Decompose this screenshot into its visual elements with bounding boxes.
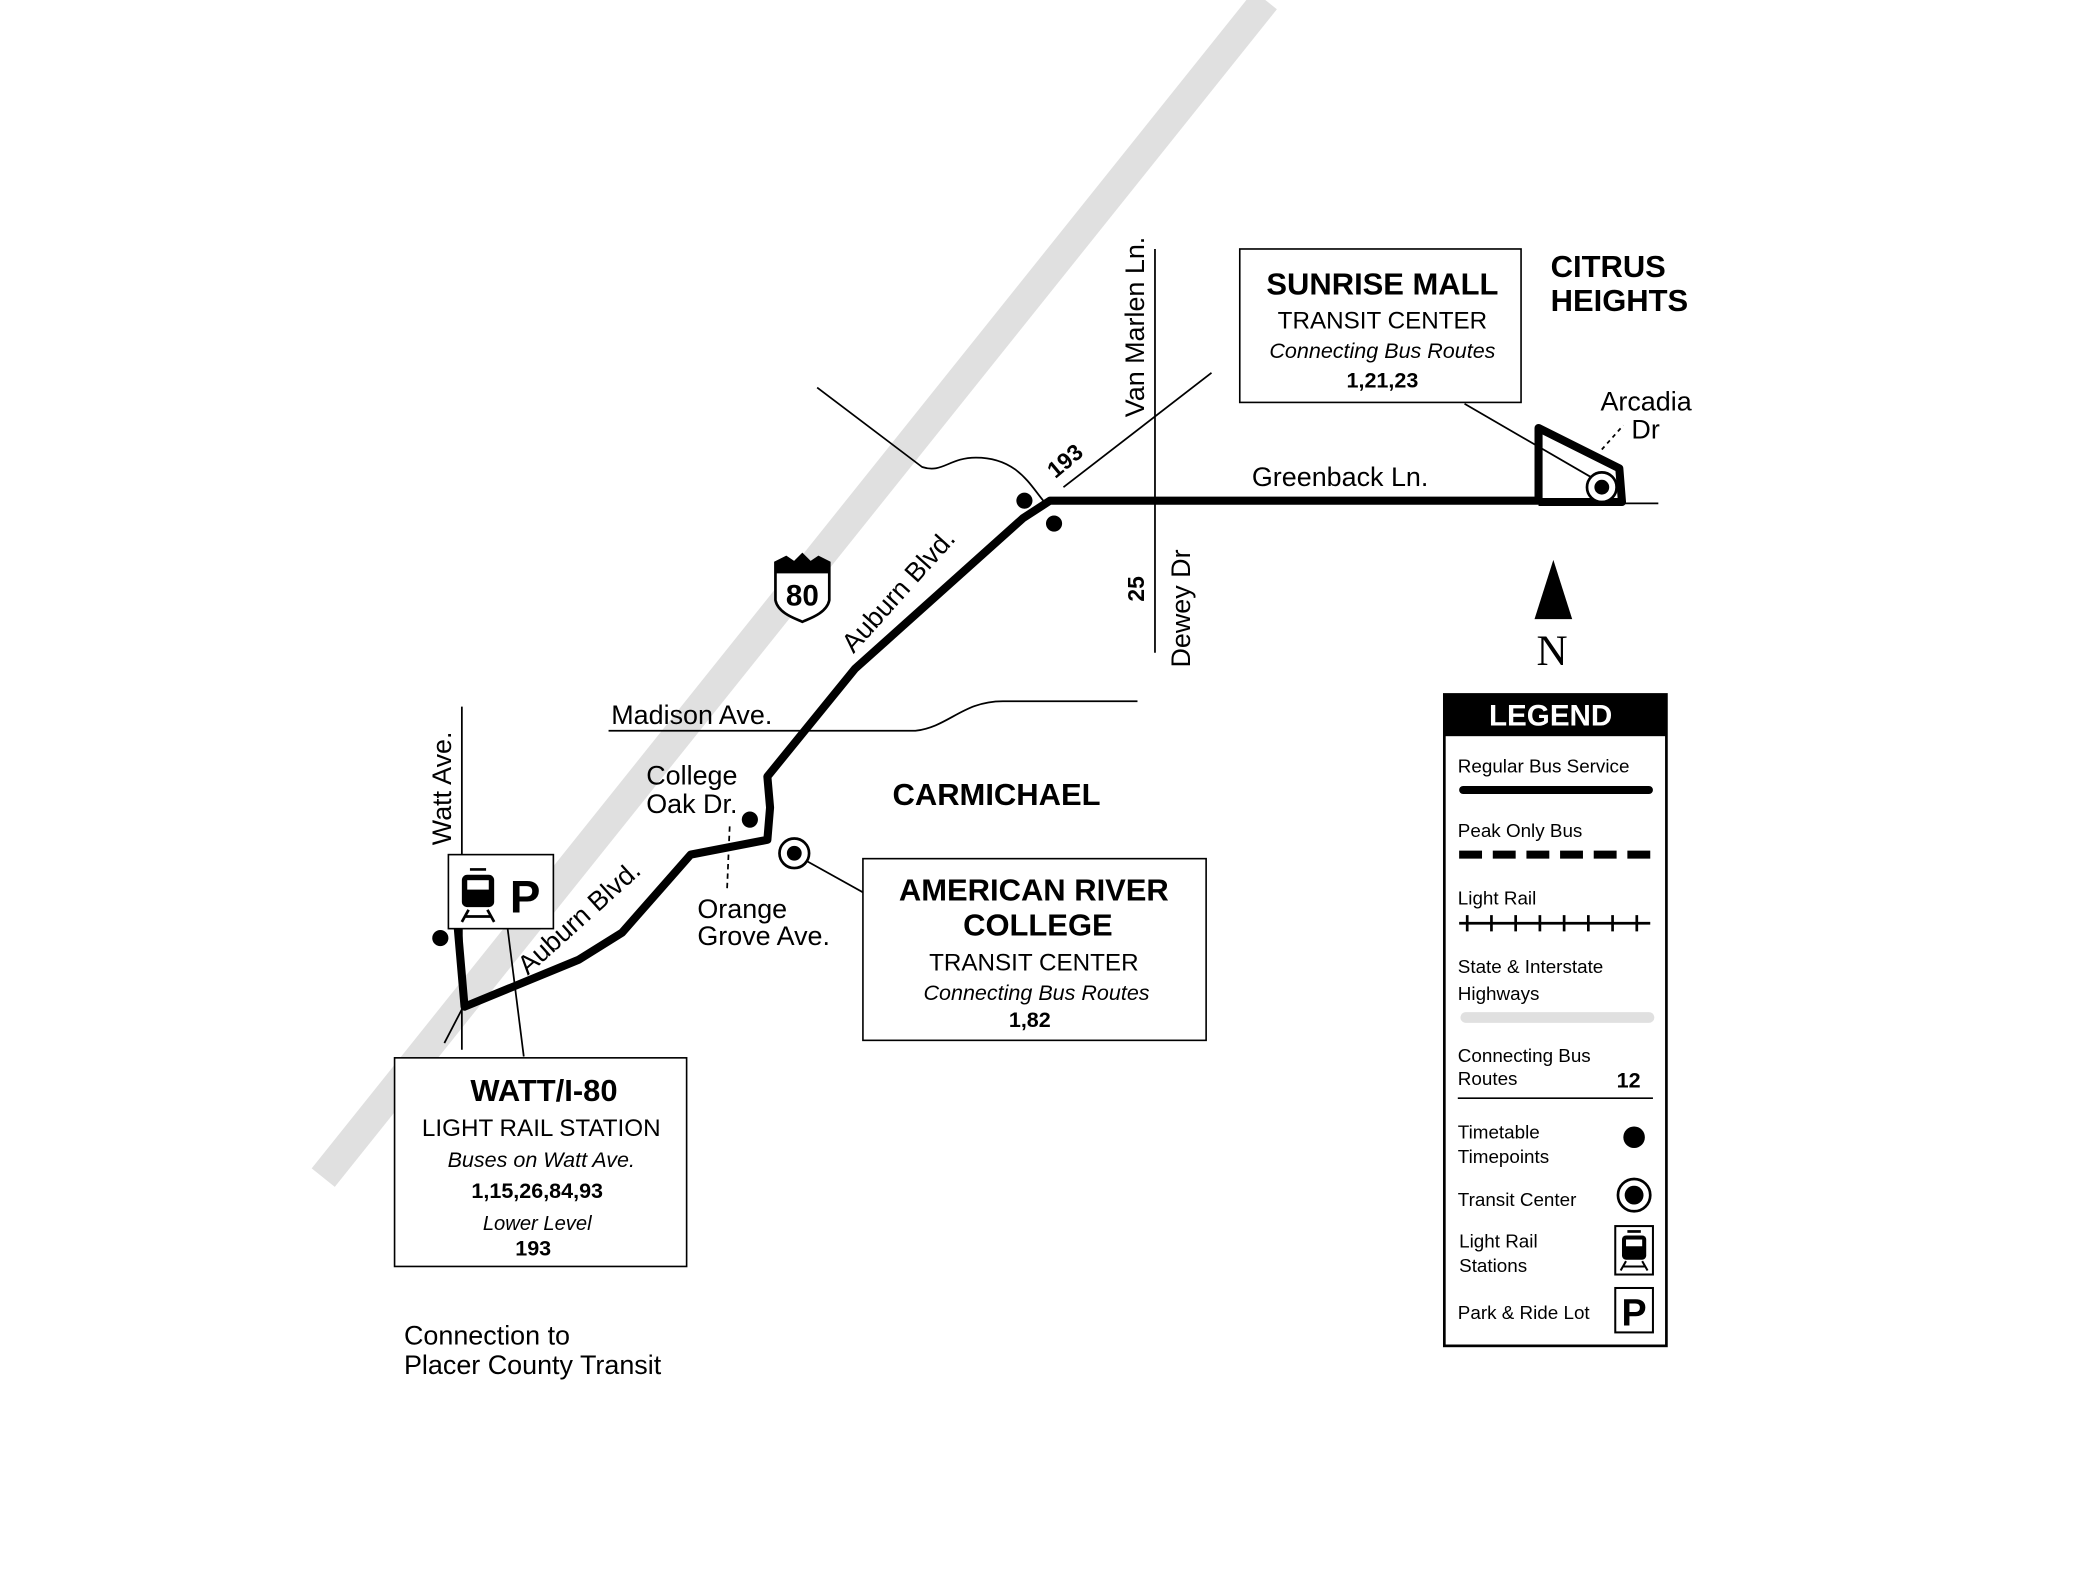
streets xyxy=(443,248,1659,1057)
legend-connecting-label: Connecting Bus xyxy=(1458,1045,1591,1066)
legend-transit-center-label: Transit Center xyxy=(1458,1189,1577,1210)
madison-ave-line xyxy=(608,700,1138,732)
sunrise-connecting: Connecting Bus Routes xyxy=(1269,339,1495,363)
legend-light-rail-line xyxy=(1459,915,1651,932)
legend-park-ride-label: Park & Ride Lot xyxy=(1458,1302,1591,1323)
placer-connection-label-2: Placer County Transit xyxy=(404,1350,662,1380)
legend: LEGEND Regular Bus Service Peak Only Bus… xyxy=(1442,693,1668,1348)
arc-info-box: AMERICAN RIVER COLLEGE TRANSIT CENTER Co… xyxy=(862,857,1207,1042)
madison-label: Madison Ave. xyxy=(611,700,772,730)
arc-subtitle: TRANSIT CENTER xyxy=(929,949,1138,976)
arc-routes: 1,82 xyxy=(1009,1008,1051,1032)
legend-timepoints-label-2: Timepoints xyxy=(1458,1146,1549,1167)
watt-buses: Buses on Watt Ave. xyxy=(448,1148,635,1172)
route-193-label: 193 xyxy=(1042,439,1088,483)
orange-grove-label: Orange xyxy=(697,894,787,924)
legend-timepoints-label: Timetable xyxy=(1458,1122,1540,1143)
watt-subtitle: LIGHT RAIL STATION xyxy=(422,1115,661,1142)
diagonal-road-line xyxy=(1062,372,1213,488)
timepoint-dot[interactable] xyxy=(1045,515,1063,532)
timepoint-dot[interactable] xyxy=(1016,492,1033,509)
orange-grove-label-2: Grove Ave. xyxy=(697,921,830,951)
watt-lower: Lower Level xyxy=(483,1213,592,1235)
legend-title: LEGEND xyxy=(1489,699,1612,732)
north-arrow-icon: N xyxy=(1534,559,1573,675)
legend-park-ride-icon xyxy=(1614,1286,1654,1334)
arcadia-label: Arcadia xyxy=(1600,386,1691,416)
legend-highways-label-2: Highways xyxy=(1458,983,1540,1004)
watt-routes: 1,15,26,84,93 xyxy=(471,1179,603,1203)
legend-peak-label: Peak Only Bus xyxy=(1458,820,1583,841)
legend-regular-label: Regular Bus Service xyxy=(1458,756,1630,777)
watt-title: WATT/I-80 xyxy=(470,1073,617,1108)
timepoint-dot[interactable] xyxy=(741,811,758,828)
sunrise-mall-info-box: SUNRISE MALL TRANSIT CENTER Connecting B… xyxy=(1238,248,1522,404)
interstate-shield-icon: 80 xyxy=(774,552,831,624)
college-oak-label-2: Oak Dr. xyxy=(646,789,737,819)
legend-transit-center-icon xyxy=(1616,1177,1652,1213)
van-marlen-label: Van Marlen Ln. xyxy=(1120,237,1150,417)
timepoint-dot[interactable] xyxy=(432,929,449,947)
carmichael-label: CARMICHAEL xyxy=(893,777,1101,812)
watt-lower-routes: 193 xyxy=(515,1237,551,1261)
park-ride-icon: P xyxy=(510,871,541,922)
legend-park-ride-letter: P xyxy=(1622,1292,1647,1334)
transit-center-arc[interactable] xyxy=(778,837,811,870)
arc-title: AMERICAN RIVER xyxy=(899,872,1169,907)
upper-road-line xyxy=(816,386,1044,502)
sunrise-subtitle: TRANSIT CENTER xyxy=(1278,307,1487,334)
light-rail-train-icon xyxy=(460,868,496,923)
north-label: N xyxy=(1536,628,1567,675)
legend-connecting-example: 12 xyxy=(1617,1068,1641,1092)
bus-route-line xyxy=(453,423,1627,1011)
placer-connection-label: Connection to xyxy=(404,1321,570,1351)
watt-ave-label: Watt Ave. xyxy=(427,732,457,846)
shield-number: 80 xyxy=(786,580,819,613)
arc-title-2: COLLEGE xyxy=(963,907,1113,942)
timepoints xyxy=(432,492,1063,947)
college-oak-label: College xyxy=(646,761,737,791)
citrus-heights-label: CITRUS xyxy=(1551,249,1666,284)
legend-timepoint-dot-icon xyxy=(1623,1126,1645,1149)
arc-leader xyxy=(801,857,864,894)
street-stub xyxy=(443,1008,463,1044)
sunrise-title: SUNRISE MALL xyxy=(1266,267,1498,302)
sunrise-leader xyxy=(1464,403,1600,483)
citrus-heights-label-2: HEIGHTS xyxy=(1551,283,1689,318)
legend-light-rail-label: Light Rail xyxy=(1458,887,1537,908)
light-rail-park-ride-box: P xyxy=(447,853,555,930)
watt-station-info-box: WATT/I-80 LIGHT RAIL STATION Buses on Wa… xyxy=(393,1057,688,1268)
orange-grove-leader xyxy=(726,826,731,891)
transit-center-sunrise[interactable] xyxy=(1585,471,1618,504)
arcadia-leader xyxy=(1601,424,1624,451)
legend-connecting-label-2: Routes xyxy=(1458,1068,1518,1089)
legend-highways-label: State & Interstate xyxy=(1458,956,1603,977)
dewey-label: Dewey Dr xyxy=(1166,549,1196,667)
route-25-label: 25 xyxy=(1123,576,1149,602)
legend-light-rail-station-icon xyxy=(1614,1225,1654,1276)
arcadia-label-2: Dr xyxy=(1631,415,1659,445)
greenback-label: Greenback Ln. xyxy=(1252,462,1428,492)
legend-lr-stations-label: Light Rail xyxy=(1459,1231,1538,1252)
sunrise-routes: 1,21,23 xyxy=(1347,369,1419,393)
arc-connecting: Connecting Bus Routes xyxy=(924,981,1150,1005)
legend-lr-stations-label-2: Stations xyxy=(1459,1255,1527,1276)
